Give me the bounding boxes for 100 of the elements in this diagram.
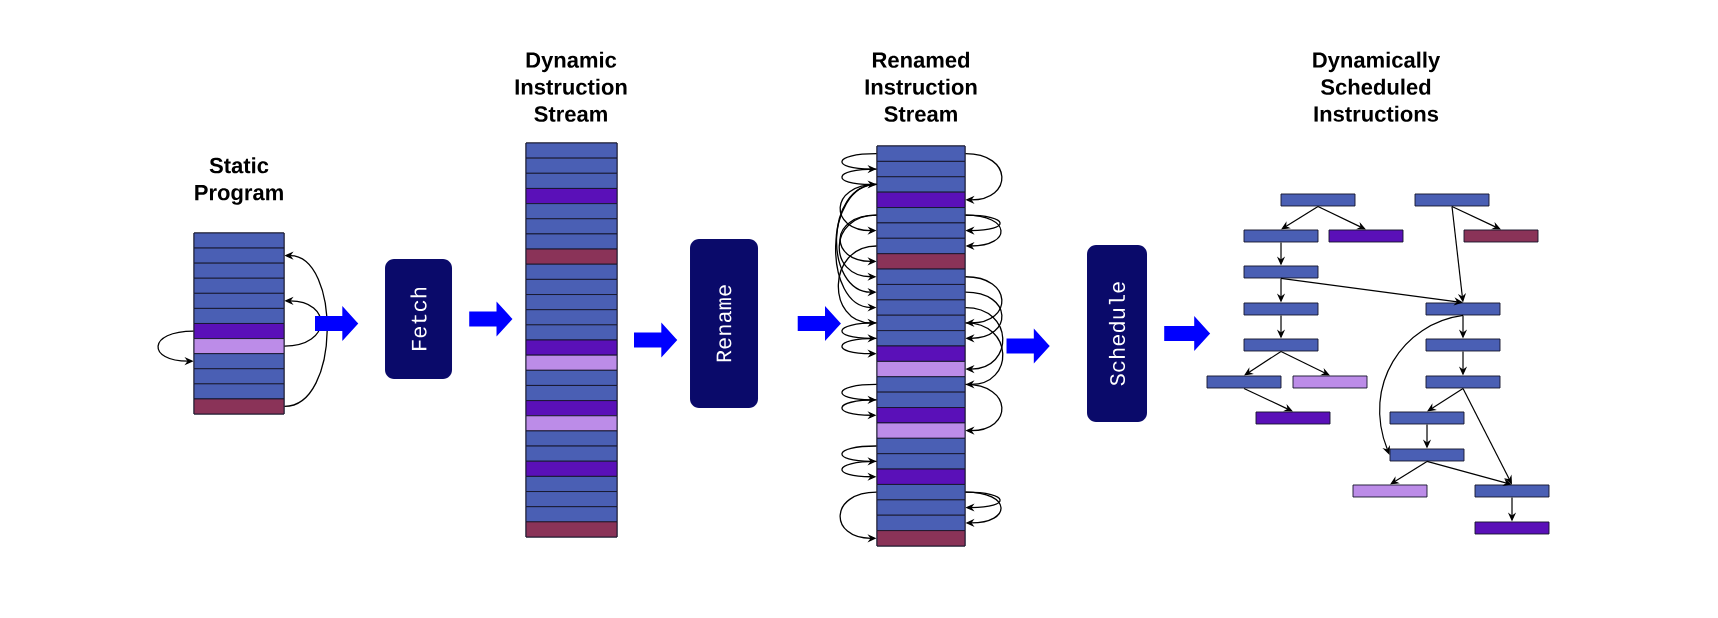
instruction-bar bbox=[876, 437, 966, 455]
instruction-bar bbox=[876, 330, 966, 347]
instruction-bar bbox=[193, 353, 285, 370]
instruction-bar bbox=[876, 391, 966, 408]
instruction-bar bbox=[876, 299, 966, 316]
instruction-bar bbox=[1255, 411, 1331, 425]
stage-box: Rename bbox=[690, 239, 758, 408]
section-heading: Static Program bbox=[195, 157, 283, 205]
instruction-bar bbox=[876, 222, 966, 239]
instruction-bar bbox=[193, 292, 285, 309]
instruction-bar bbox=[525, 354, 618, 371]
dependency-arrow bbox=[1427, 387, 1464, 412]
instruction-bar bbox=[525, 369, 618, 386]
instruction-bar bbox=[193, 338, 285, 355]
instruction-bar bbox=[525, 339, 618, 356]
instruction-bar bbox=[1389, 448, 1465, 462]
instruction-bar bbox=[1243, 338, 1319, 352]
instruction-bar bbox=[876, 268, 966, 285]
instruction-bar bbox=[525, 324, 618, 341]
instruction-bar bbox=[1352, 484, 1428, 498]
instruction-bar bbox=[525, 475, 618, 492]
instruction-bar bbox=[525, 460, 618, 477]
instruction-bar bbox=[193, 323, 285, 340]
instruction-bar bbox=[876, 253, 966, 270]
instruction-bar bbox=[876, 514, 966, 532]
instruction-bar bbox=[876, 360, 966, 378]
instruction-bar bbox=[1243, 265, 1319, 279]
dependency-arrow bbox=[1280, 350, 1330, 376]
stage-box: Fetch bbox=[385, 259, 452, 379]
instruction-bar bbox=[525, 188, 618, 205]
instruction-bar bbox=[876, 345, 966, 362]
instruction-bar bbox=[1243, 302, 1319, 316]
instruction-bar bbox=[193, 383, 285, 400]
dependency-arrow bbox=[964, 491, 1002, 527]
instruction-bar bbox=[876, 237, 966, 255]
dependency-arrow bbox=[964, 491, 1001, 512]
instruction-bar bbox=[525, 521, 618, 538]
instruction-bar bbox=[876, 314, 966, 332]
dependency-arrow bbox=[1390, 460, 1428, 485]
instruction-bar bbox=[876, 145, 966, 162]
instruction-bar bbox=[876, 284, 966, 301]
instruction-bar bbox=[1414, 193, 1490, 207]
instruction-bar bbox=[876, 160, 966, 178]
instruction-bar bbox=[525, 263, 618, 280]
section-heading: Dynamically Scheduled Instructions bbox=[1313, 51, 1441, 122]
instruction-bar bbox=[525, 278, 618, 295]
instruction-bar bbox=[1463, 229, 1539, 243]
instruction-bar bbox=[525, 294, 618, 311]
instruction-bar bbox=[193, 368, 285, 385]
instruction-bar bbox=[1243, 229, 1319, 243]
instruction-bar bbox=[876, 207, 966, 224]
instruction-bar bbox=[1206, 375, 1282, 389]
instruction-bar bbox=[525, 491, 618, 508]
instruction-bar bbox=[1425, 338, 1501, 352]
instruction-bar bbox=[525, 157, 618, 174]
section-heading: Dynamic Instruction Stream bbox=[515, 51, 627, 122]
dependency-arrow bbox=[964, 153, 1003, 204]
instruction-bar bbox=[1280, 193, 1356, 207]
instruction-bar bbox=[876, 407, 966, 424]
section-heading: Renamed Instruction Stream bbox=[865, 51, 977, 122]
instruction-bar bbox=[193, 247, 285, 264]
instruction-bar bbox=[1389, 411, 1465, 425]
instruction-bar bbox=[525, 142, 618, 159]
instruction-bar bbox=[1474, 521, 1550, 535]
instruction-bar bbox=[876, 376, 966, 393]
instruction-bar bbox=[525, 172, 618, 189]
instruction-bar bbox=[525, 248, 618, 265]
dependency-arrow bbox=[964, 214, 1001, 235]
instruction-bar bbox=[525, 430, 618, 447]
instruction-bar bbox=[525, 203, 618, 220]
dependency-arrow bbox=[964, 322, 1004, 389]
instruction-bar bbox=[525, 415, 618, 432]
instruction-bar bbox=[876, 468, 966, 485]
instruction-bar bbox=[193, 262, 285, 279]
instruction-bar bbox=[525, 506, 618, 523]
dependency-arrow bbox=[1317, 205, 1366, 230]
instruction-bar bbox=[525, 218, 618, 235]
instruction-bar bbox=[876, 191, 966, 208]
instruction-bar bbox=[876, 453, 966, 470]
instruction-bar bbox=[193, 307, 285, 324]
instruction-bar bbox=[1425, 375, 1501, 389]
instruction-bar bbox=[1328, 229, 1404, 243]
instruction-bar bbox=[876, 530, 966, 547]
instruction-bar bbox=[525, 445, 618, 462]
instruction-bar bbox=[525, 309, 618, 326]
dependency-arrow bbox=[964, 306, 1004, 374]
dependency-arrow bbox=[1244, 350, 1282, 376]
dependency-arrow bbox=[1451, 205, 1501, 230]
dependency-arrow bbox=[1379, 314, 1464, 455]
instruction-bar bbox=[193, 398, 285, 415]
dependency-arrow bbox=[1243, 387, 1293, 412]
dependency-arrow bbox=[964, 383, 1003, 435]
dependency-arrow bbox=[964, 214, 1002, 251]
dependency-arrow bbox=[964, 291, 1003, 343]
instruction-bar bbox=[876, 176, 966, 193]
instruction-bar bbox=[876, 422, 966, 439]
instruction-bar bbox=[525, 400, 618, 417]
instruction-bar bbox=[1425, 302, 1501, 316]
instruction-bar bbox=[525, 385, 618, 402]
instruction-bar bbox=[1474, 484, 1550, 498]
